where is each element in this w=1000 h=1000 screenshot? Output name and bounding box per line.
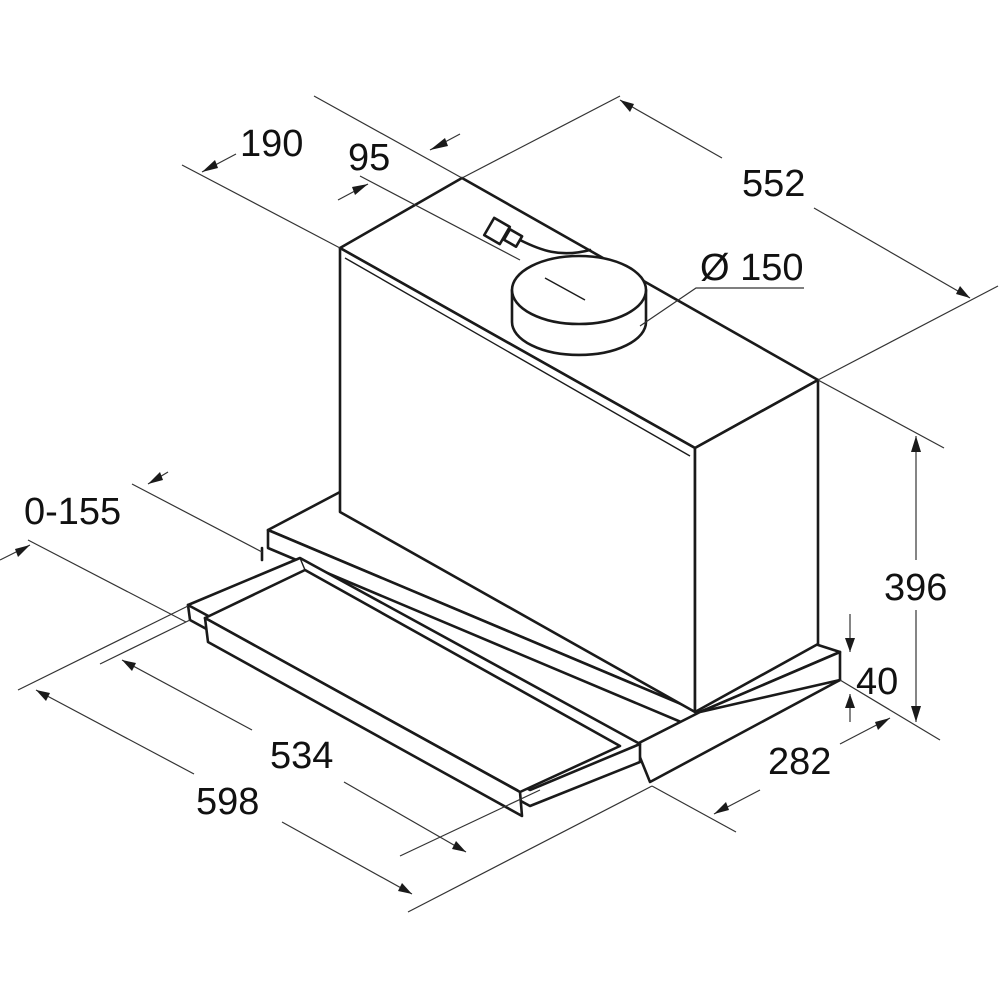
label-598: 598 [196, 781, 259, 823]
duct-collar [510, 254, 648, 357]
label-552: 552 [742, 163, 805, 205]
label-534: 534 [270, 735, 333, 777]
power-cable [482, 216, 592, 255]
label-95: 95 [348, 137, 390, 179]
dim-40-line [845, 614, 855, 722]
dim-190-line [181, 95, 463, 249]
label-0-155: 0-155 [24, 491, 121, 533]
dim-95-line [337, 133, 521, 261]
dim-534-line [99, 619, 541, 857]
label-282: 282 [768, 741, 831, 783]
dim-396-line [817, 379, 945, 741]
dim-0-155-line [0, 471, 263, 623]
label-40: 40 [856, 661, 898, 703]
label-396: 396 [884, 567, 947, 609]
dim-552-line [461, 95, 999, 381]
dim-diameter-leader [639, 287, 804, 327]
label-190: 190 [240, 123, 303, 165]
dim-598-line [17, 605, 653, 913]
label-diameter-150: Ø 150 [700, 247, 804, 289]
pull-out-drawer [186, 546, 642, 818]
dim-282-line [651, 717, 891, 833]
